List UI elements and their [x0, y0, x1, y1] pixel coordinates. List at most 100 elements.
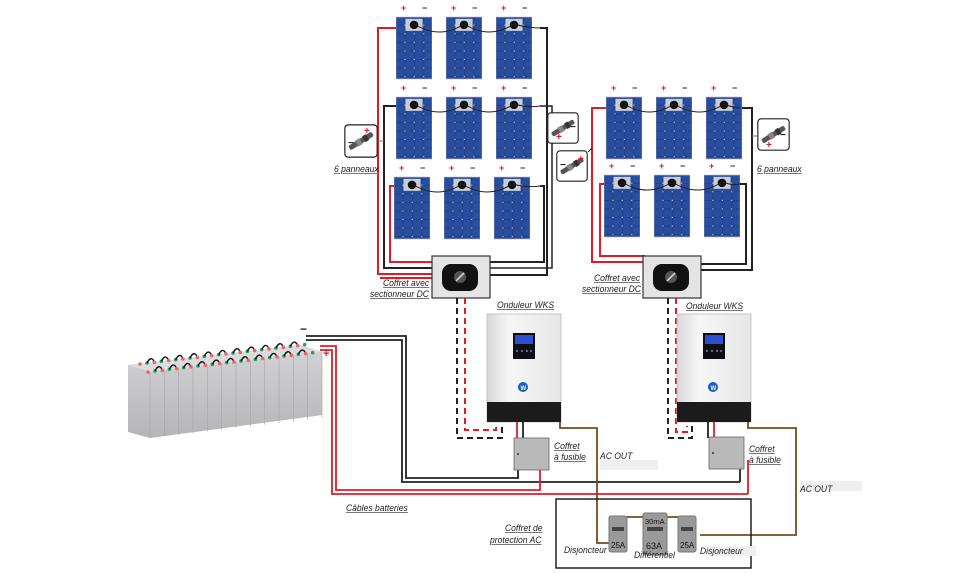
battery-terminal	[252, 348, 257, 353]
svg-text:+: +	[709, 161, 714, 171]
battery-minus-sign: −	[300, 322, 307, 336]
fuse-box-left-label-1: Coffret	[554, 441, 580, 452]
svg-text:−: −	[422, 83, 427, 93]
battery-terminal	[281, 345, 286, 350]
dc-box-right-label-1: Coffret avec	[594, 273, 641, 284]
solar-panel	[446, 96, 482, 160]
wks-logo-icon	[708, 382, 718, 392]
svg-text:+: +	[659, 161, 664, 171]
panel-row-3	[394, 176, 530, 240]
differential-rating: 63A	[646, 541, 662, 551]
panel-row-2	[604, 174, 740, 238]
solar-panel	[606, 96, 642, 160]
left-array-wiring	[377, 27, 553, 279]
differential-label: Différentiel	[634, 550, 675, 561]
dc-disconnect-box-left	[431, 255, 491, 299]
battery-terminal	[310, 350, 315, 355]
svg-text:+: +	[556, 132, 562, 143]
differential-sensitivity: 30mA	[645, 517, 665, 526]
svg-text:−: −	[780, 130, 786, 141]
svg-text:+: +	[501, 83, 506, 93]
svg-text:W: W	[521, 386, 527, 392]
svg-text:+: +	[364, 126, 370, 137]
svg-text:−: −	[630, 161, 635, 171]
plus-sign: +	[401, 3, 406, 13]
battery-terminal	[246, 358, 251, 363]
battery-terminal	[181, 357, 185, 361]
battery-terminal	[203, 363, 208, 368]
inverter-fuse-links	[516, 422, 715, 438]
left-array-count-label: 6 panneaux	[334, 164, 379, 175]
battery-terminal	[189, 365, 193, 369]
inverter-right: W	[676, 313, 752, 423]
solar-panel	[656, 96, 692, 160]
lcd-screen	[515, 335, 533, 344]
ac-protection-box: 25A 30mA 63A 25A	[555, 498, 752, 569]
label-shade	[600, 460, 658, 470]
svg-text:+: +	[499, 163, 504, 173]
svg-text:+: +	[578, 154, 584, 165]
svg-text:−: −	[348, 138, 354, 149]
battery-terminal	[275, 355, 279, 359]
fuse-box-left-label-2: à fusible	[554, 452, 586, 463]
differential-breaker: 30mA 63A	[642, 512, 668, 556]
battery-terminal	[238, 350, 243, 355]
svg-text:−: −	[420, 163, 425, 173]
dc-box-left-label-2: sectionneur DC	[370, 289, 429, 300]
battery-terminal	[302, 342, 307, 347]
panel-row-1	[396, 16, 532, 80]
svg-text:−: −	[522, 83, 527, 93]
svg-text:−: −	[472, 83, 477, 93]
breaker-rating: 25A	[680, 541, 695, 550]
label-shade	[800, 481, 862, 491]
minus-sign: −	[422, 3, 427, 13]
battery-terminal	[146, 370, 150, 374]
inverter-left-label: Onduleur WKS	[497, 300, 555, 311]
fuse-box-right	[708, 436, 745, 470]
battery-terminal	[224, 352, 228, 356]
fuse-box-right-label-2: à fusible	[749, 455, 781, 466]
ac-out-left-label: AC OUT	[600, 451, 633, 462]
battery-cables	[306, 335, 749, 495]
svg-text:+: +	[711, 83, 716, 93]
svg-text:+: +	[661, 83, 666, 93]
svg-text:−: −	[570, 122, 576, 133]
battery-terminal	[232, 360, 236, 364]
breaker-right: 25A	[677, 515, 697, 553]
solar-panel	[706, 96, 742, 160]
switch-knob-icon	[455, 272, 465, 282]
breaker-left-label: Disjoncteur	[564, 545, 607, 556]
svg-text:−: −	[472, 3, 477, 13]
svg-text:+: +	[501, 3, 506, 13]
switch-knob-icon	[666, 272, 676, 282]
battery-terminal	[138, 362, 142, 366]
solar-panel	[444, 176, 480, 240]
inverter-left: W	[486, 313, 562, 423]
battery-terminal	[160, 368, 165, 373]
solar-panel	[396, 16, 432, 80]
dc-disconnect-box-right	[642, 255, 702, 299]
solar-panel	[394, 176, 430, 240]
svg-text:+: +	[766, 140, 772, 151]
fuse-box-right-label-1: Coffret	[749, 444, 775, 455]
lcd-screen	[705, 335, 723, 344]
label-shade	[708, 546, 756, 556]
solar-panel	[446, 16, 482, 80]
battery-plus-sign: +	[323, 348, 329, 360]
right-array-count-label: 6 panneaux	[757, 164, 802, 175]
battery-terminal	[289, 353, 294, 358]
svg-text:−: −	[522, 3, 527, 13]
battery-terminal	[195, 355, 200, 360]
battery-terminal	[303, 351, 308, 356]
battery-terminal	[260, 356, 265, 361]
svg-text:−: −	[682, 83, 687, 93]
battery-terminal	[152, 360, 157, 365]
battery-terminal	[174, 366, 179, 371]
svg-text:+: +	[611, 83, 616, 93]
svg-text:+: +	[449, 163, 454, 173]
wks-logo-icon	[518, 382, 528, 392]
ac-out-right-label: AC OUT	[800, 484, 833, 495]
svg-text:−: −	[560, 160, 566, 171]
inverter-right-label: Onduleur WKS	[686, 301, 744, 312]
svg-text:+: +	[401, 83, 406, 93]
